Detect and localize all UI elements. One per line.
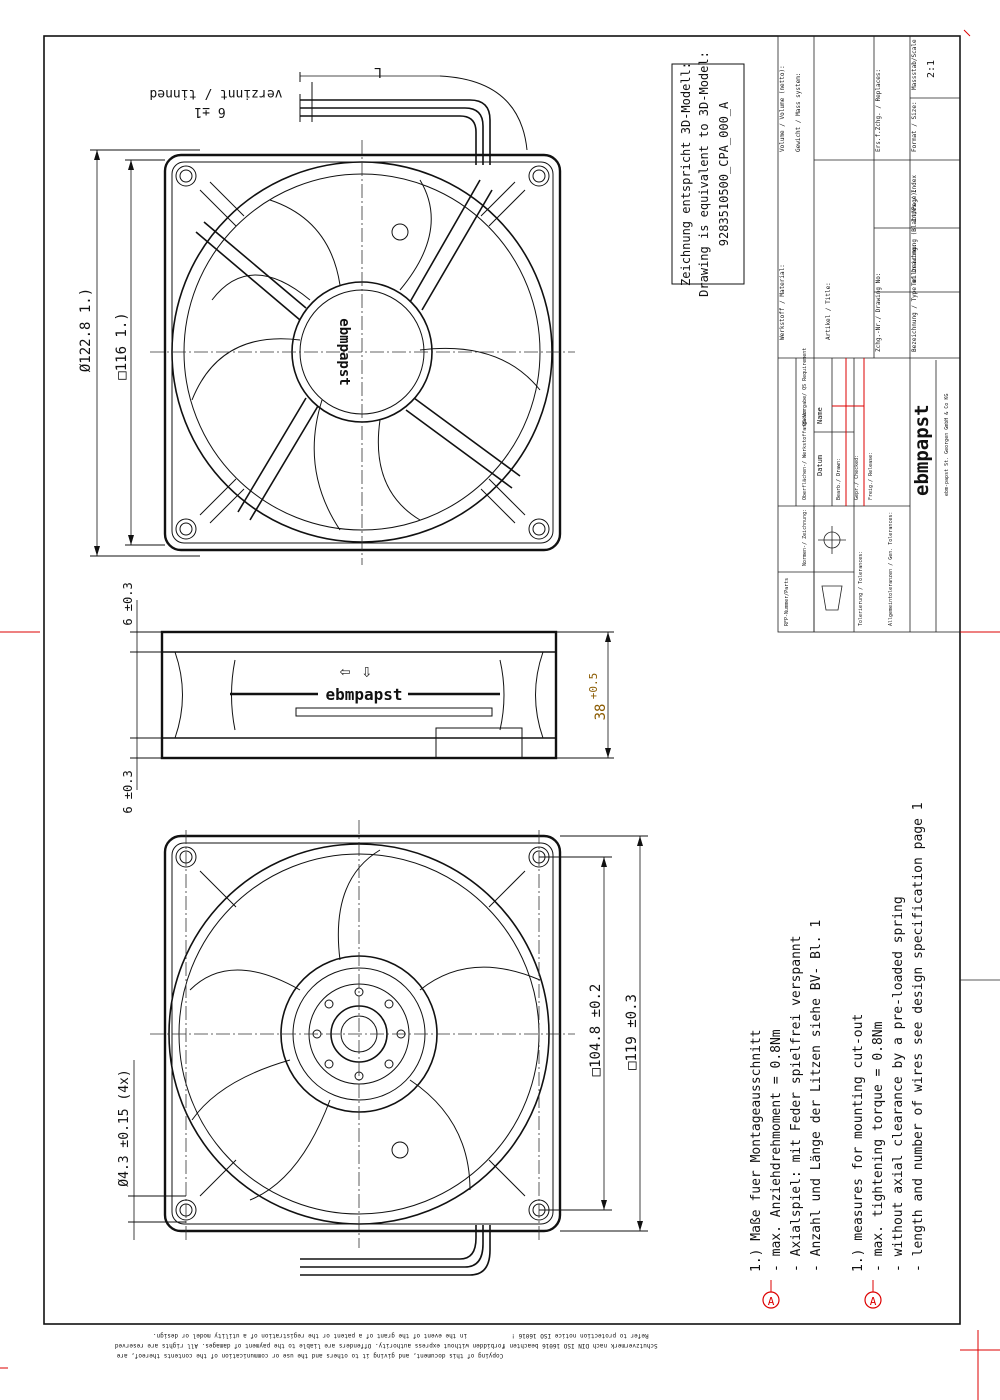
note-en-2: - without axial clearance by a pre-loade… bbox=[891, 896, 906, 1272]
tb-werkstoff: Werkstoff / Material: bbox=[779, 264, 786, 340]
diameter-dimension: Ø122.8 1.) bbox=[78, 288, 94, 372]
svg-text:⇦ ⇩: ⇦ ⇩ bbox=[340, 661, 373, 682]
tb-oberfl: Oberflächen-/ Werkstoffangaben bbox=[802, 410, 808, 500]
height-tolerance: +0.5 bbox=[587, 673, 600, 700]
outer-square-dimension: □119 ±0.3 bbox=[624, 994, 640, 1070]
tb-allg-toleranz: Allgemeintoleranzen / Gen. Tolerances: bbox=[888, 512, 894, 626]
tb-ersetzt: Ers.f.Zchg. / Replaces: bbox=[875, 69, 882, 152]
footer-copy-2: forbidden without express authority. Off… bbox=[115, 1342, 506, 1349]
notes-block: 1.) Maße fuer Montageausschnitt - max. A… bbox=[749, 802, 926, 1309]
svg-text:A: A bbox=[768, 1295, 775, 1308]
tb-bearb: Bearb./ Drawn: bbox=[836, 458, 842, 500]
tb-volume: Volume / Volume (netto): bbox=[779, 65, 786, 152]
tb-massstab: Massstab/Scale bbox=[911, 39, 918, 90]
model-reference-box: Zeichnung entspricht 3D-Modell: Drawing … bbox=[671, 51, 745, 297]
height-dimension: 38 bbox=[593, 704, 609, 721]
tb-freig: Freig./ Release: bbox=[868, 452, 874, 500]
note-de-2: - Axialspiel: mit Feder spielfrei verspa… bbox=[789, 935, 804, 1272]
wire-length-label: 6 ±1 bbox=[194, 104, 225, 119]
wire-tinned-label: verzinnt / tinned bbox=[149, 86, 282, 101]
note-en-1: - max. tightening torque = 0.8Nm bbox=[871, 1021, 886, 1272]
model-number: 9283510500_CPA_000_A bbox=[717, 101, 731, 246]
tb-normen: Normen-/ Zeichnung: bbox=[802, 509, 808, 566]
tb-name: Name bbox=[816, 407, 824, 424]
fan-back-view: □104.8 ±0.2 □119 ±0.3 Ø4.3 ±0.15 (4x) bbox=[117, 820, 648, 1276]
bottom-flange-dimension: 6 ±0.3 bbox=[121, 770, 135, 813]
inner-square-dimension: □104.8 ±0.2 bbox=[588, 984, 604, 1077]
footer-copy-3: in the event of the grant of a patent or… bbox=[153, 1332, 467, 1339]
model-line-1: Zeichnung entspricht 3D-Modell: bbox=[679, 62, 693, 286]
tb-zeichnung: Zchg.-Nr./ Drawing No: bbox=[875, 273, 882, 352]
tb-artikel: Artikel / Title: bbox=[825, 282, 832, 340]
tb-rfp: RFP-Nummer/Parts bbox=[784, 578, 790, 626]
footer-protection-en: Refer to protection notice ISO 16016 ! bbox=[511, 1332, 648, 1339]
tb-index: Index / Index bbox=[911, 175, 918, 222]
tb-gepr: Gepr./ Checked: bbox=[854, 455, 860, 500]
tb-benennung: Bezeichnung / Type of Drawing: bbox=[911, 244, 918, 352]
note-de-title: 1.) Maße fuer Montageausschnitt bbox=[749, 1029, 764, 1272]
fan-side-view: ebmpapst ⇦ ⇩ 6 ±0.3 6 ±0.3 38 +0.5 bbox=[121, 582, 614, 814]
fan-front-view: L verzinnt / tinned 6 ±1 bbox=[78, 64, 575, 565]
tb-scale: 2:1 bbox=[926, 60, 937, 78]
footer-copy-1: Copying of this document, and giving it … bbox=[116, 1352, 503, 1359]
length-marker-L: L bbox=[374, 64, 382, 79]
note-en-title: 1.) measures for mounting cut-out bbox=[851, 1014, 866, 1272]
legal-footer: Copying of this document, and giving it … bbox=[115, 1332, 658, 1359]
tb-teil: Teilzeichnung (Blatt/Page): bbox=[911, 188, 918, 286]
tb-format: Format / Size: bbox=[911, 101, 918, 152]
tb-datum: Datum bbox=[816, 455, 824, 476]
note-de-1: - max. Anziehdrehmoment = 0.8Nm bbox=[769, 1029, 784, 1272]
note-en-3: - length and number of wires see design … bbox=[911, 802, 926, 1272]
note-de-3: - Anzahl und Länge der Litzen siehe BV- … bbox=[809, 920, 824, 1272]
side-brand-logo: ebmpapst bbox=[325, 685, 402, 704]
title-block: Werkstoff / Material: Volume / Volume (n… bbox=[777, 35, 961, 633]
top-flange-dimension: 6 ±0.3 bbox=[121, 582, 135, 625]
tb-company-logo: ebmpapst bbox=[911, 404, 933, 496]
model-line-2: Drawing is equivalent to 3D-Model: bbox=[697, 51, 711, 297]
tb-masse: Gewicht / Mass system: bbox=[795, 73, 802, 152]
drawing-frame bbox=[43, 35, 961, 1325]
hole-diameter-dimension: Ø4.3 ±0.15 (4x) bbox=[117, 1069, 132, 1186]
footer-protection-de: Schutzvermerk nach DIN ISO 16016 beachte… bbox=[502, 1342, 657, 1349]
tb-company-name: ebm-papst St. Georgen GmbH & Co KG bbox=[944, 394, 950, 496]
square-dimension: □116 1.) bbox=[114, 312, 130, 379]
svg-text:A: A bbox=[870, 1295, 877, 1308]
tb-toleranz: Tolerierung / Tolerances: bbox=[858, 551, 864, 626]
tb-qs: QS-Vorgabe/ QS Requirement bbox=[802, 348, 808, 426]
